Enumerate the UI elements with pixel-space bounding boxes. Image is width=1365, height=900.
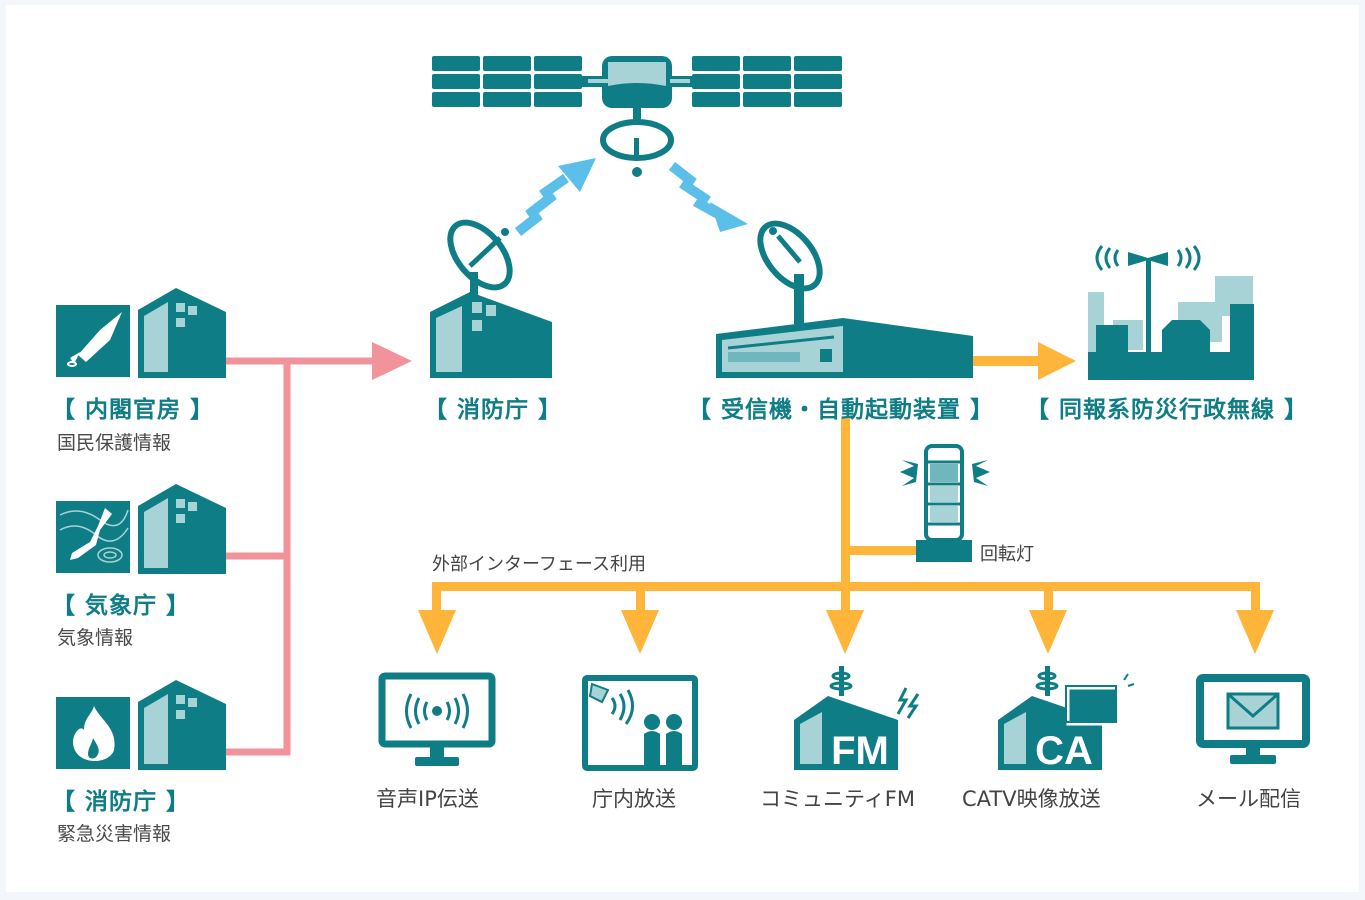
arrow-down-icon: [418, 610, 456, 654]
arrow-down-icon: [826, 610, 864, 654]
svg-text:CA: CA: [1035, 729, 1093, 773]
source-info-label: 気象情報: [57, 627, 134, 649]
receiver-label: 【 受信機・自動起動装置 】: [688, 397, 995, 423]
catv-icon: CA: [998, 666, 1135, 773]
downlink-signal-icon: [668, 162, 748, 232]
arrow-to-radio-icon: [973, 342, 1076, 380]
uplink-signal-icon: [514, 158, 596, 236]
output-label: メール配信: [1196, 787, 1301, 811]
svg-text:FM: FM: [831, 729, 889, 773]
radio-label: 【 同報系防災行政無線 】: [1026, 397, 1309, 423]
arrow-down-icon: [621, 610, 659, 654]
lamp-label: 回転灯: [980, 544, 1034, 565]
output-label: 庁内放送: [592, 787, 676, 811]
building-icon: [138, 288, 226, 378]
arrow-to-hub-icon: [372, 342, 412, 380]
arrow-down-icon: [1029, 610, 1067, 654]
building-icon: [138, 680, 226, 770]
satellite-icon: [432, 56, 842, 177]
source-info-label: 国民保護情報: [57, 432, 172, 454]
output-label: コミュニティFM: [760, 787, 915, 811]
output-label: CATV映像放送: [962, 787, 1101, 811]
output-connector-lines: [418, 418, 1274, 654]
hub-label: 【 消防庁 】: [424, 397, 563, 423]
disaster-radio-city-icon: [1088, 245, 1254, 380]
source-org-label: 【 気象庁 】: [52, 593, 191, 619]
output-label: 音声IP伝送: [376, 787, 479, 811]
community-fm-icon: FM: [794, 666, 920, 773]
office-broadcast-icon: [582, 675, 698, 771]
source-connector-lines: [226, 342, 412, 756]
building-icon: [138, 484, 226, 574]
mail-monitor-icon: [1196, 674, 1310, 764]
arrow-down-icon: [1236, 610, 1274, 654]
voice-ip-monitor-icon: [378, 672, 496, 766]
interface-label: 外部インターフェース利用: [432, 554, 647, 575]
source-info-label: 緊急災害情報: [57, 823, 172, 845]
rotating-lamp-icon: [900, 444, 990, 562]
source-cabinet-icon-group: [56, 288, 226, 378]
receiver-device-icon: [716, 220, 973, 378]
source-org-label: 【 内閣官房 】: [52, 397, 215, 423]
fdma-station-icon: [430, 219, 552, 378]
source-org-label: 【 消防庁 】: [52, 789, 191, 815]
